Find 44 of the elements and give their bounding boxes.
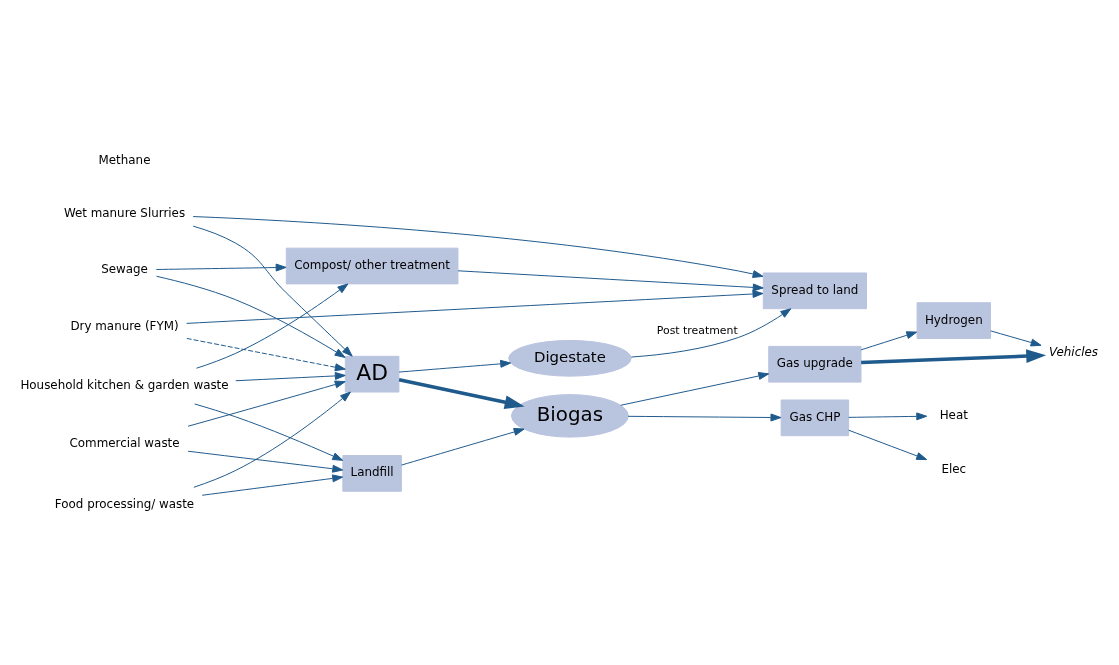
node-box: Landfill [342,454,402,492]
arrow [848,429,928,460]
arrow [627,413,782,421]
node-box: Gas upgrade [768,345,862,383]
node-text: Sewage [101,261,148,276]
arrow [192,225,353,357]
arrow [193,391,351,488]
node-box: Spread to land [762,271,867,309]
arrow [398,359,512,373]
arrow [860,330,918,350]
node-text: Food processing/ waste [54,496,195,511]
arrow [848,411,928,420]
node-text: Vehicles [1049,344,1099,359]
node-text: Wet manure Slurries [63,205,186,220]
arrow [194,403,344,461]
arrow [156,275,346,358]
node-ellipse: Digestate [508,339,632,377]
node-box: AD [344,355,400,393]
arrow [861,348,1047,364]
node-box: Hydrogen [916,301,991,339]
arrow [630,307,792,358]
node-box: Compost/ other treatment [285,247,459,284]
arrow [990,329,1042,346]
arrow [398,377,525,409]
node-text: Household kitchen & garden waste [20,377,229,392]
arrow [235,371,346,381]
arrow [401,427,525,466]
arrow [201,473,344,496]
arrow [187,380,346,427]
arrow [457,269,764,291]
node-text: Heat [939,407,968,422]
label: Methane [98,152,151,167]
edge-label: Post treatment [656,323,738,337]
node-text: Commercial waste [69,435,180,450]
arrow [187,450,344,473]
node-box: Gas CHP [780,399,850,436]
node-text: Dry manure (FYM) [70,318,179,333]
arrow [186,337,346,371]
node-text: Elec [941,461,967,476]
arrow [620,371,770,406]
arrow [155,263,287,272]
arrow [196,282,349,369]
arrow [192,215,764,278]
arrow [186,289,764,324]
